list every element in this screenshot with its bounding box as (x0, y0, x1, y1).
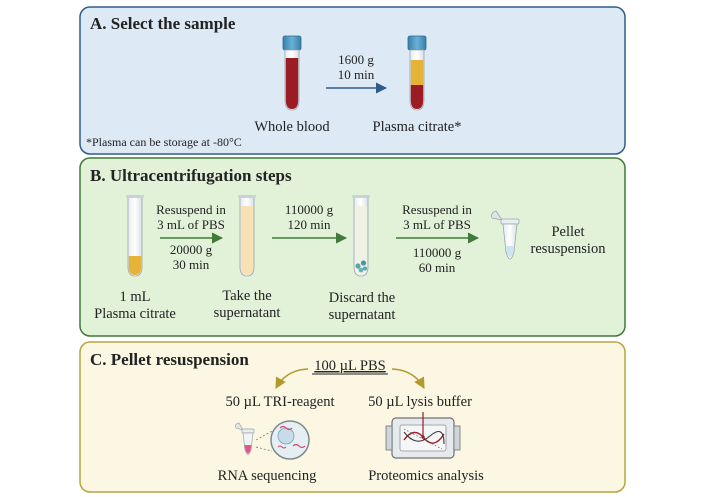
lysis-buffer-label: 50 µL lysis buffer (368, 394, 472, 410)
panel-pellet-resuspension: C. Pellet resuspension 100 µL PBS 50 µL … (79, 341, 626, 493)
step1-resuspend: Resuspend in (156, 202, 226, 217)
tube3-label-2: supernatant (329, 307, 396, 323)
pellet-tube-icon (352, 195, 370, 277)
step3-pbs: 3 mL of PBS (403, 217, 471, 232)
step2-speed: 110000 g (285, 202, 334, 217)
panel-c-title: C. Pellet resuspension (90, 350, 249, 369)
diluted-plasma-tube-icon (238, 195, 256, 277)
eppendorf-tube-icon (491, 210, 520, 260)
plasma-tube-icon (126, 195, 144, 277)
step2-time: 120 min (288, 217, 331, 232)
step3-resuspend: Resuspend in (402, 202, 472, 217)
panel-a-title: A. Select the sample (90, 14, 236, 33)
tube2-label-2: supernatant (214, 305, 281, 321)
tube2-label-1: Take the (222, 288, 271, 304)
storage-note: *Plasma can be storage at -80°C (86, 135, 242, 149)
rna-sequencing-label: RNA sequencing (218, 468, 317, 484)
pellet-label-2: resuspension (531, 241, 607, 257)
step1-pbs: 3 mL of PBS (157, 217, 225, 232)
arrow-a-time: 10 min (338, 67, 375, 82)
step1-time: 30 min (173, 257, 210, 272)
arrow-a-speed: 1600 g (338, 52, 374, 67)
panel-select-sample: A. Select the sample 1600 g 10 min Whole… (79, 6, 626, 155)
tube3-label-1: Discard the (329, 290, 395, 306)
step1-speed: 20000 g (170, 242, 213, 257)
proteomics-label: Proteomics analysis (368, 468, 484, 484)
rna-sample-icon (235, 420, 310, 460)
tube1-label-name: Plasma citrate (94, 306, 176, 322)
plasma-citrate-label: Plasma citrate* (373, 119, 462, 135)
tube1-label-volume: 1 mL (119, 289, 150, 305)
pbs-volume-label: 100 µL PBS (314, 358, 385, 374)
panel-ultracentrifugation: B. Ultracentrifugation steps Resuspend i… (79, 157, 626, 337)
proteomics-chip-icon (385, 412, 461, 459)
panel-b-title: B. Ultracentrifugation steps (90, 166, 292, 185)
whole-blood-label: Whole blood (254, 119, 330, 135)
plasma-citrate-tube-icon (407, 35, 427, 111)
whole-blood-tube-icon (282, 35, 302, 111)
tri-reagent-label: 50 µL TRI-reagent (225, 394, 334, 410)
arrow-to-rna (275, 368, 309, 389)
step3-speed: 110000 g (413, 245, 462, 260)
step3-time: 60 min (419, 260, 456, 275)
pellet-label-1: Pellet (551, 224, 584, 240)
arrow-to-proteomics (391, 368, 425, 389)
